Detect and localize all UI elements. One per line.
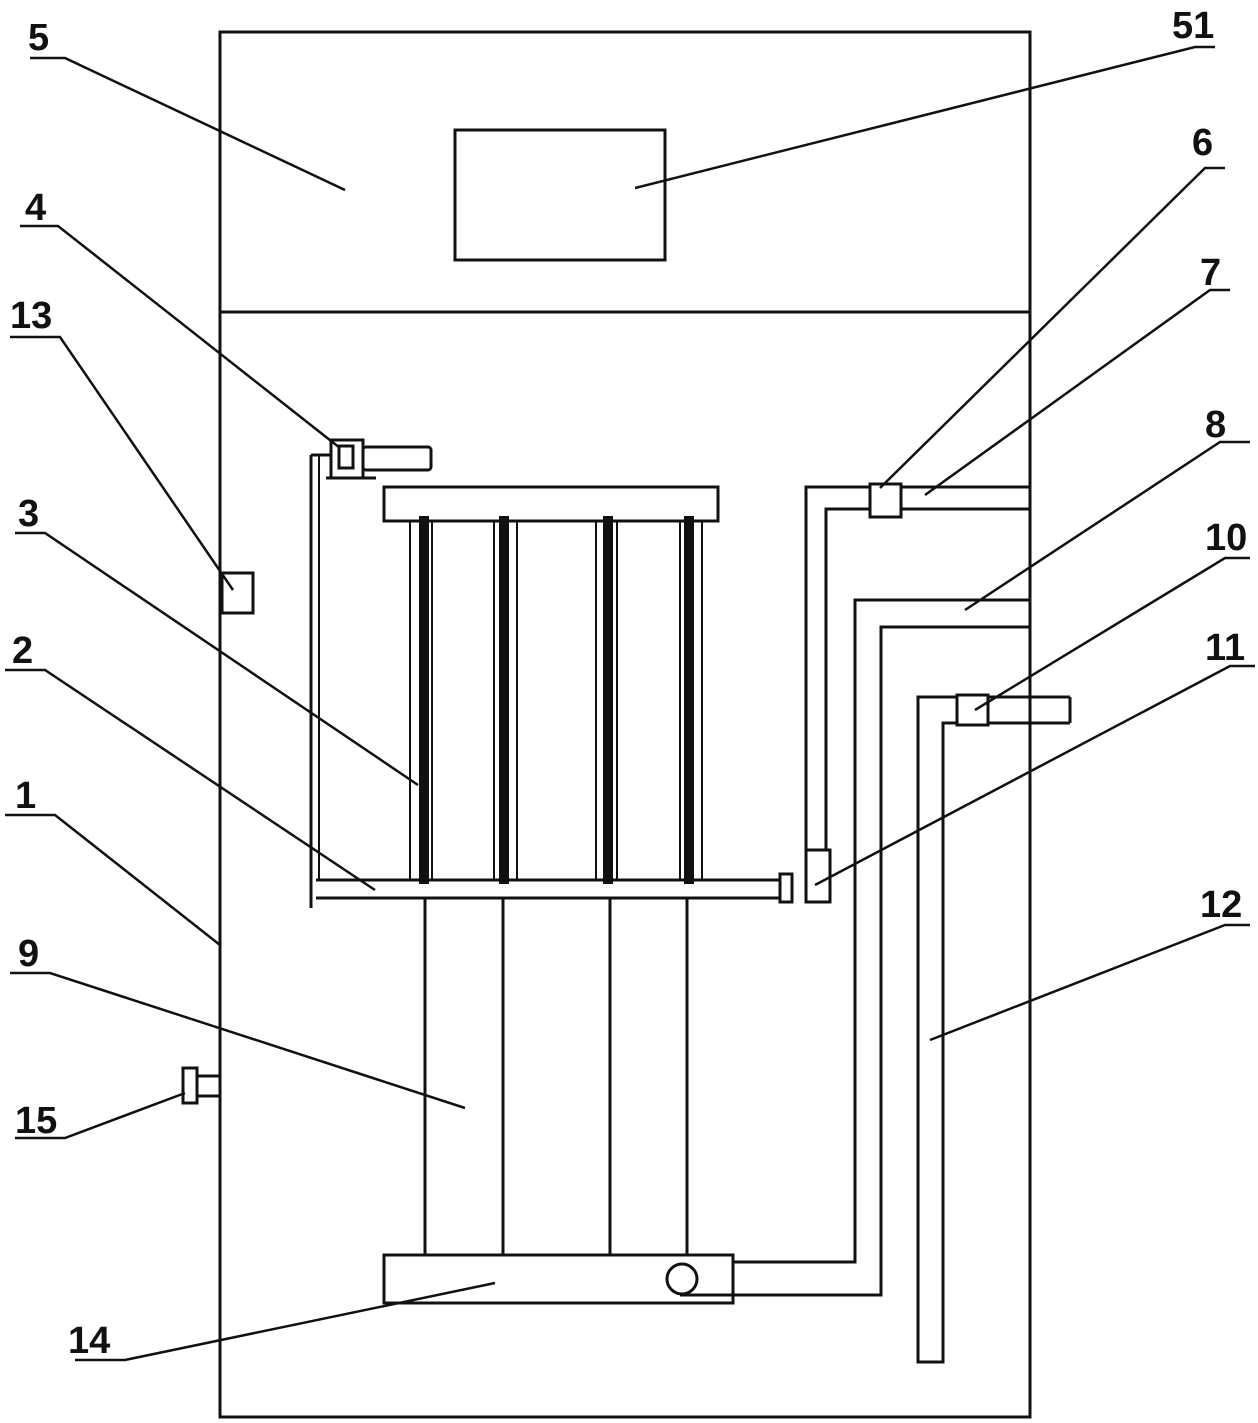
elbow-fitting — [804, 848, 832, 904]
label-4: 4 — [25, 187, 46, 229]
label-7: 7 — [1200, 252, 1221, 294]
leader-3 — [15, 531, 419, 787]
collector-port — [665, 1262, 699, 1296]
electrode-rods — [409, 516, 703, 884]
pipe-coupling — [778, 872, 794, 904]
leader-8 — [964, 440, 1250, 612]
leader-13 — [10, 335, 235, 591]
leader-11 — [814, 664, 1255, 887]
drain-pipe — [916, 695, 1070, 1364]
label-51: 51 — [1172, 5, 1214, 47]
motor-window — [337, 444, 355, 470]
drain-valve-stem — [195, 1074, 222, 1098]
electrode-rod — [684, 516, 694, 884]
label-3: 3 — [18, 493, 39, 535]
leader-6 — [879, 166, 1225, 489]
inlet-pipe-outer — [733, 598, 1030, 1264]
label-10: 10 — [1205, 517, 1247, 559]
leader-lines — [5, 45, 1255, 1362]
outlet-pipe-outer — [804, 485, 1030, 880]
label-1: 1 — [15, 775, 36, 817]
motor-body — [361, 445, 433, 472]
leader-51 — [634, 45, 1215, 190]
inlet-pipe-inner — [680, 625, 1030, 1297]
display-panel — [453, 128, 667, 262]
label-9: 9 — [18, 933, 39, 975]
cabinet-housing — [218, 30, 1032, 1419]
label-8: 8 — [1205, 404, 1226, 446]
leader-14 — [75, 1281, 496, 1362]
number-labels: 5 51 6 7 8 10 11 12 4 13 3 2 1 9 15 14 — [10, 5, 1247, 1362]
outlet-valve — [868, 482, 903, 519]
label-13: 13 — [10, 295, 52, 337]
label-15: 15 — [15, 1100, 57, 1142]
leader-4 — [20, 224, 341, 449]
leader-9 — [10, 971, 466, 1110]
sensor-box — [220, 571, 255, 615]
drain-valve — [181, 1066, 199, 1105]
drain-pipe-valve — [955, 693, 990, 727]
leader-15 — [15, 1091, 186, 1140]
outlet-pipe-inner — [824, 507, 1030, 852]
label-12: 12 — [1200, 884, 1242, 926]
electrode-rod — [499, 516, 509, 884]
leader-5 — [30, 56, 346, 192]
electrode-top-plate — [382, 485, 720, 523]
leader-1 — [5, 813, 221, 946]
label-14: 14 — [68, 1320, 110, 1362]
electrode-rod — [419, 516, 429, 884]
leader-12 — [929, 923, 1250, 1042]
label-2: 2 — [12, 630, 33, 672]
label-6: 6 — [1192, 122, 1213, 164]
leader-2 — [5, 668, 376, 892]
label-5: 5 — [28, 17, 49, 59]
electrode-rod — [603, 516, 613, 884]
leader-7 — [924, 288, 1230, 497]
bottom-collector — [382, 1253, 735, 1305]
label-11: 11 — [1205, 627, 1245, 669]
leader-10 — [974, 556, 1250, 712]
